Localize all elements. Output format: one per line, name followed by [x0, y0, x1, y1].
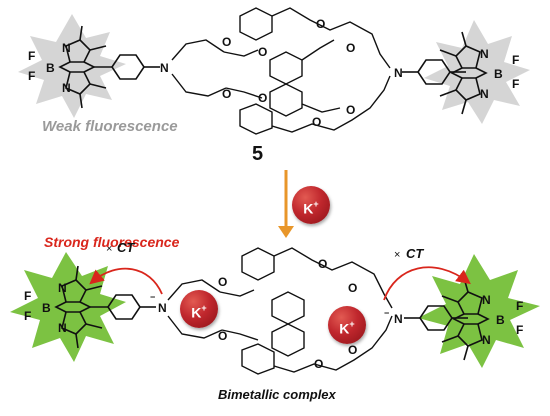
bodipy-right-top — [402, 31, 488, 115]
oxygen-atom: O — [218, 329, 227, 343]
boron-atom: B — [494, 67, 503, 81]
fluorine-atom: F — [516, 299, 523, 313]
nitrogen-atom: N — [394, 66, 403, 80]
potassium-ion-arrow: K+ — [292, 186, 330, 224]
nitrogen-atom: N — [482, 333, 491, 347]
fluorine-atom: F — [24, 309, 31, 323]
reaction-arrow-head — [278, 226, 294, 238]
boron-atom: B — [42, 301, 51, 315]
nitrogen-atom: N — [58, 321, 67, 335]
potassium-ion-left: K+ — [180, 290, 218, 328]
oxygen-atom: O — [318, 257, 327, 271]
nitrogen-atom: N — [58, 281, 67, 295]
oxygen-atom: O — [218, 275, 227, 289]
lone-pair: − — [150, 292, 155, 302]
boron-atom: B — [496, 313, 505, 327]
ct-label-left: CT — [117, 240, 135, 255]
oxygen-atom: O — [314, 357, 323, 371]
bodipy-right-bottom — [404, 277, 490, 361]
oxygen-atom: O — [346, 41, 355, 55]
ct-block-right: × — [394, 249, 400, 261]
weak-glow-left — [18, 14, 126, 118]
crown-calixarene-top — [171, 7, 391, 135]
nitrogen-atom: N — [480, 47, 489, 61]
fluorine-atom: F — [512, 77, 519, 91]
nitrogen-atom: N — [62, 81, 71, 95]
strong-fluorescence-label: Strong fluorescence — [44, 234, 180, 250]
oxygen-atom: O — [222, 35, 231, 49]
oxygen-atom: O — [258, 45, 267, 59]
fluorine-atom: F — [28, 49, 35, 63]
bodipy-left-top — [58, 25, 160, 109]
compound-number: 5 — [252, 143, 264, 165]
oxygen-atom: O — [316, 17, 325, 31]
fluorine-atom: F — [28, 69, 35, 83]
ct-block-left: × — [106, 243, 112, 255]
boron-atom: B — [46, 61, 55, 75]
weak-fluorescence-label: Weak fluorescence — [42, 118, 178, 135]
bimetallic-complex-label: Bimetallic complex — [218, 387, 336, 402]
nitrogen-atom: N — [160, 61, 169, 75]
lone-pair: − — [384, 308, 389, 318]
crown-calixarene-bottom — [167, 247, 393, 375]
oxygen-atom: O — [348, 343, 357, 357]
ct-arrow-right — [383, 266, 471, 301]
ct-label-right: CT — [406, 246, 424, 261]
weak-glow-right — [424, 20, 530, 124]
nitrogen-atom: N — [482, 293, 491, 307]
fluorine-atom: F — [512, 53, 519, 67]
oxygen-atom: O — [348, 281, 357, 295]
nitrogen-atom: N — [480, 87, 489, 101]
ct-arrow-left — [89, 267, 163, 295]
bodipy-left-bottom — [54, 265, 156, 349]
potassium-ion-right: K+ — [328, 306, 366, 344]
nitrogen-atom: N — [62, 41, 71, 55]
fluorine-atom: F — [24, 289, 31, 303]
oxygen-atom: O — [258, 91, 267, 105]
oxygen-atom: O — [222, 87, 231, 101]
oxygen-atom: O — [346, 103, 355, 117]
fluorine-atom: F — [516, 323, 523, 337]
nitrogen-atom: N — [394, 312, 403, 326]
oxygen-atom: O — [312, 115, 321, 129]
nitrogen-atom: N — [158, 301, 167, 315]
